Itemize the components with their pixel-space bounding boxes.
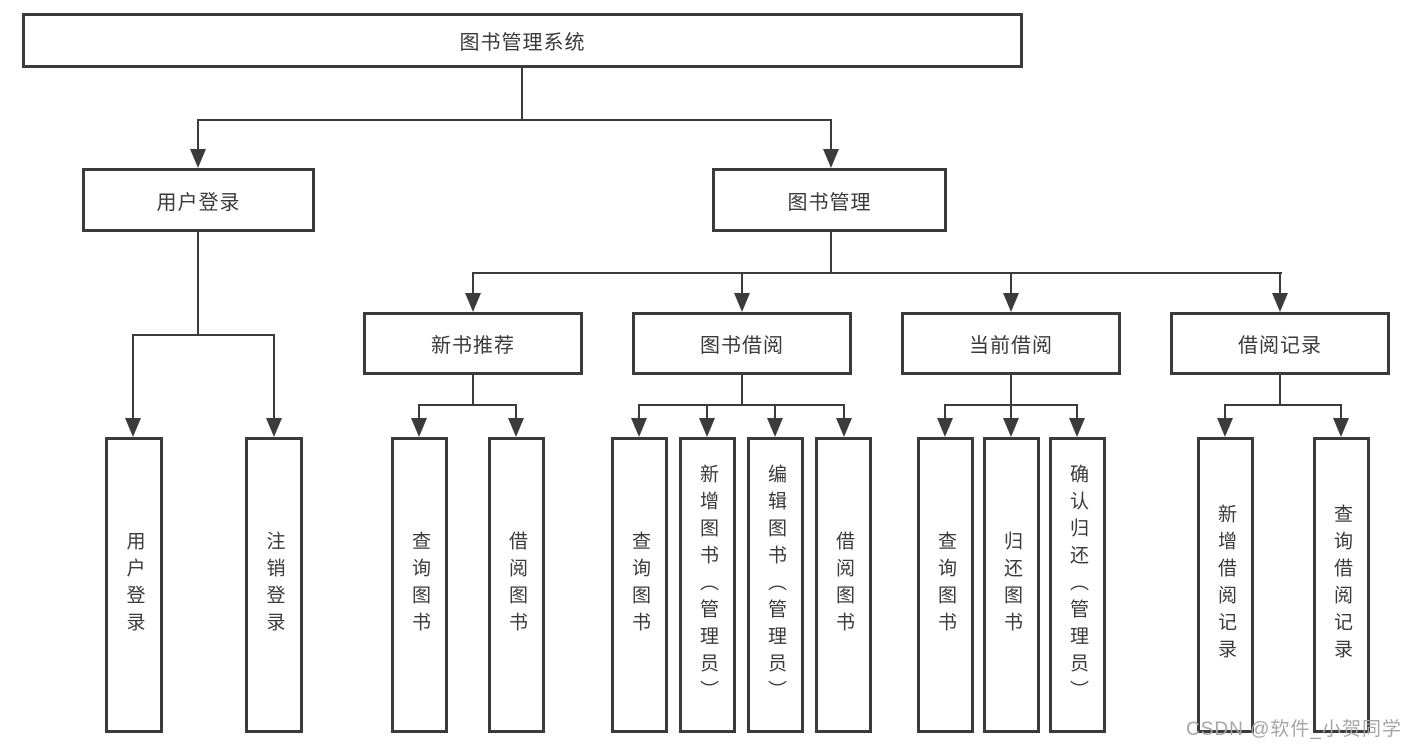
arrow-down-return-books: [1003, 418, 1019, 437]
node-current-borrow-label: 当前借阅: [969, 335, 1053, 357]
connector-user-login-stem: [197, 232, 199, 336]
leaf-borrow-books-newrec-label: 借阅图书: [506, 531, 527, 639]
connector-drop-add-books-admin: [706, 404, 708, 420]
arrow-down-borrow-books-newrec: [508, 418, 524, 437]
leaf-query-borrow-record: 查询借阅记录: [1313, 437, 1370, 733]
connector-drop-leaf-logout: [273, 334, 275, 420]
leaf-return-books: 归还图书: [983, 437, 1040, 733]
connector-drop-query-books-newrec: [418, 404, 420, 420]
node-book-borrow-label: 图书借阅: [700, 335, 784, 357]
connector-drop-edit-books-admin: [774, 404, 776, 420]
node-new-book-recommend: 新书推荐: [363, 312, 583, 375]
connector-drop-confirm-return: [1076, 404, 1078, 420]
connector-root-horizontal: [197, 119, 832, 121]
leaf-query-books-newrec-label: 查询图书: [409, 531, 430, 639]
leaf-logout: 注销登录: [245, 437, 303, 733]
arrow-down-borrow-books: [836, 418, 852, 437]
arrow-down-add-borrow-record: [1217, 418, 1233, 437]
leaf-add-borrow-record-label: 新增借阅记录: [1215, 504, 1236, 666]
connector-borrow-records-stem: [1279, 375, 1281, 406]
arrow-down-confirm-return: [1069, 418, 1085, 437]
node-root-label: 图书管理系统: [459, 32, 586, 54]
connector-drop-query-borrow-record: [1340, 404, 1342, 420]
connector-user-login-horizontal: [132, 334, 275, 336]
leaf-confirm-return-admin: 确认归还（管理员）: [1049, 437, 1106, 733]
node-user-login-label: 用户登录: [156, 191, 241, 214]
leaf-add-books-admin: 新增图书（管理员）: [679, 437, 736, 733]
arrow-down-user-login: [190, 149, 206, 168]
leaf-query-books-borrow-label: 查询图书: [629, 531, 650, 639]
leaf-borrow-books-newrec: 借阅图书: [488, 437, 545, 733]
connector-drop-return-books: [1010, 404, 1012, 420]
connector-drop-borrow-books: [843, 404, 845, 420]
arrow-down-borrow-records: [1272, 293, 1288, 312]
connector-drop-new-book-recommend: [472, 272, 474, 296]
arrow-down-book-borrow: [734, 293, 750, 312]
connector-drop-borrow-books-newrec: [515, 404, 517, 420]
arrow-down-book-management: [823, 149, 839, 168]
connector-book-borrow-stem: [741, 375, 743, 406]
leaf-confirm-return-admin-label: 确认归还（管理员）: [1067, 463, 1088, 707]
csdn-watermark: CSDN @软件_小贺同学: [1186, 719, 1402, 740]
connector-root-stem: [521, 68, 523, 121]
leaf-query-books-current: 查询图书: [917, 437, 974, 733]
node-user-login: 用户登录: [82, 168, 315, 232]
connector-book-management-stem: [830, 232, 832, 274]
leaf-edit-books-admin-label: 编辑图书（管理员）: [765, 463, 786, 707]
leaf-borrow-books-label: 借阅图书: [833, 531, 854, 639]
node-book-management: 图书管理: [712, 168, 947, 232]
arrow-down-current-borrow: [1003, 293, 1019, 312]
connector-drop-current-borrow: [1010, 272, 1012, 296]
leaf-query-books-borrow: 查询图书: [611, 437, 668, 733]
node-borrow-records: 借阅记录: [1170, 312, 1390, 375]
arrow-down-edit-books-admin: [767, 418, 783, 437]
leaf-query-books-newrec: 查询图书: [391, 437, 448, 733]
connector-drop-book-borrow: [741, 272, 743, 296]
connector-drop-leaf-user-login: [132, 334, 134, 420]
connector-borrow-records-horizontal: [1224, 404, 1342, 406]
connector-drop-add-borrow-record: [1224, 404, 1226, 420]
connector-drop-query-books-borrow: [638, 404, 640, 420]
leaf-borrow-books: 借阅图书: [815, 437, 872, 733]
arrow-down-query-borrow-record: [1333, 418, 1349, 437]
arrow-down-leaf-logout: [266, 418, 282, 437]
arrow-down-query-books-borrow: [631, 418, 647, 437]
node-new-book-recommend-label: 新书推荐: [431, 335, 515, 357]
connector-drop-user-login: [197, 119, 199, 151]
connector-drop-query-books-current: [944, 404, 946, 420]
connector-drop-book-management: [830, 119, 832, 151]
arrow-down-query-books-current: [937, 418, 953, 437]
node-book-management-label: 图书管理: [787, 191, 872, 214]
connector-book-borrow-horizontal: [638, 404, 845, 406]
connector-current-borrow-stem: [1010, 375, 1012, 406]
arrow-down-query-books-newrec: [411, 418, 427, 437]
arrow-down-leaf-user-login: [125, 418, 141, 437]
leaf-query-borrow-record-label: 查询借阅记录: [1331, 504, 1352, 666]
node-book-borrow: 图书借阅: [632, 312, 852, 375]
connector-new-book-recommend-horizontal: [418, 404, 517, 406]
node-borrow-records-label: 借阅记录: [1238, 335, 1322, 357]
leaf-return-books-label: 归还图书: [1001, 531, 1022, 639]
leaf-user-login: 用户登录: [105, 437, 163, 733]
leaf-add-borrow-record: 新增借阅记录: [1197, 437, 1254, 733]
node-root: 图书管理系统: [22, 13, 1023, 68]
leaf-edit-books-admin: 编辑图书（管理员）: [747, 437, 804, 733]
arrow-down-new-book-recommend: [465, 293, 481, 312]
connector-new-book-recommend-stem: [472, 375, 474, 406]
arrow-down-add-books-admin: [699, 418, 715, 437]
leaf-user-login-label: 用户登录: [123, 531, 145, 639]
connector-level3-horizontal: [472, 272, 1282, 274]
leaf-add-books-admin-label: 新增图书（管理员）: [697, 463, 718, 707]
connector-drop-borrow-records: [1279, 272, 1281, 296]
leaf-query-books-current-label: 查询图书: [935, 531, 956, 639]
node-current-borrow: 当前借阅: [901, 312, 1121, 375]
leaf-logout-label: 注销登录: [263, 531, 285, 639]
